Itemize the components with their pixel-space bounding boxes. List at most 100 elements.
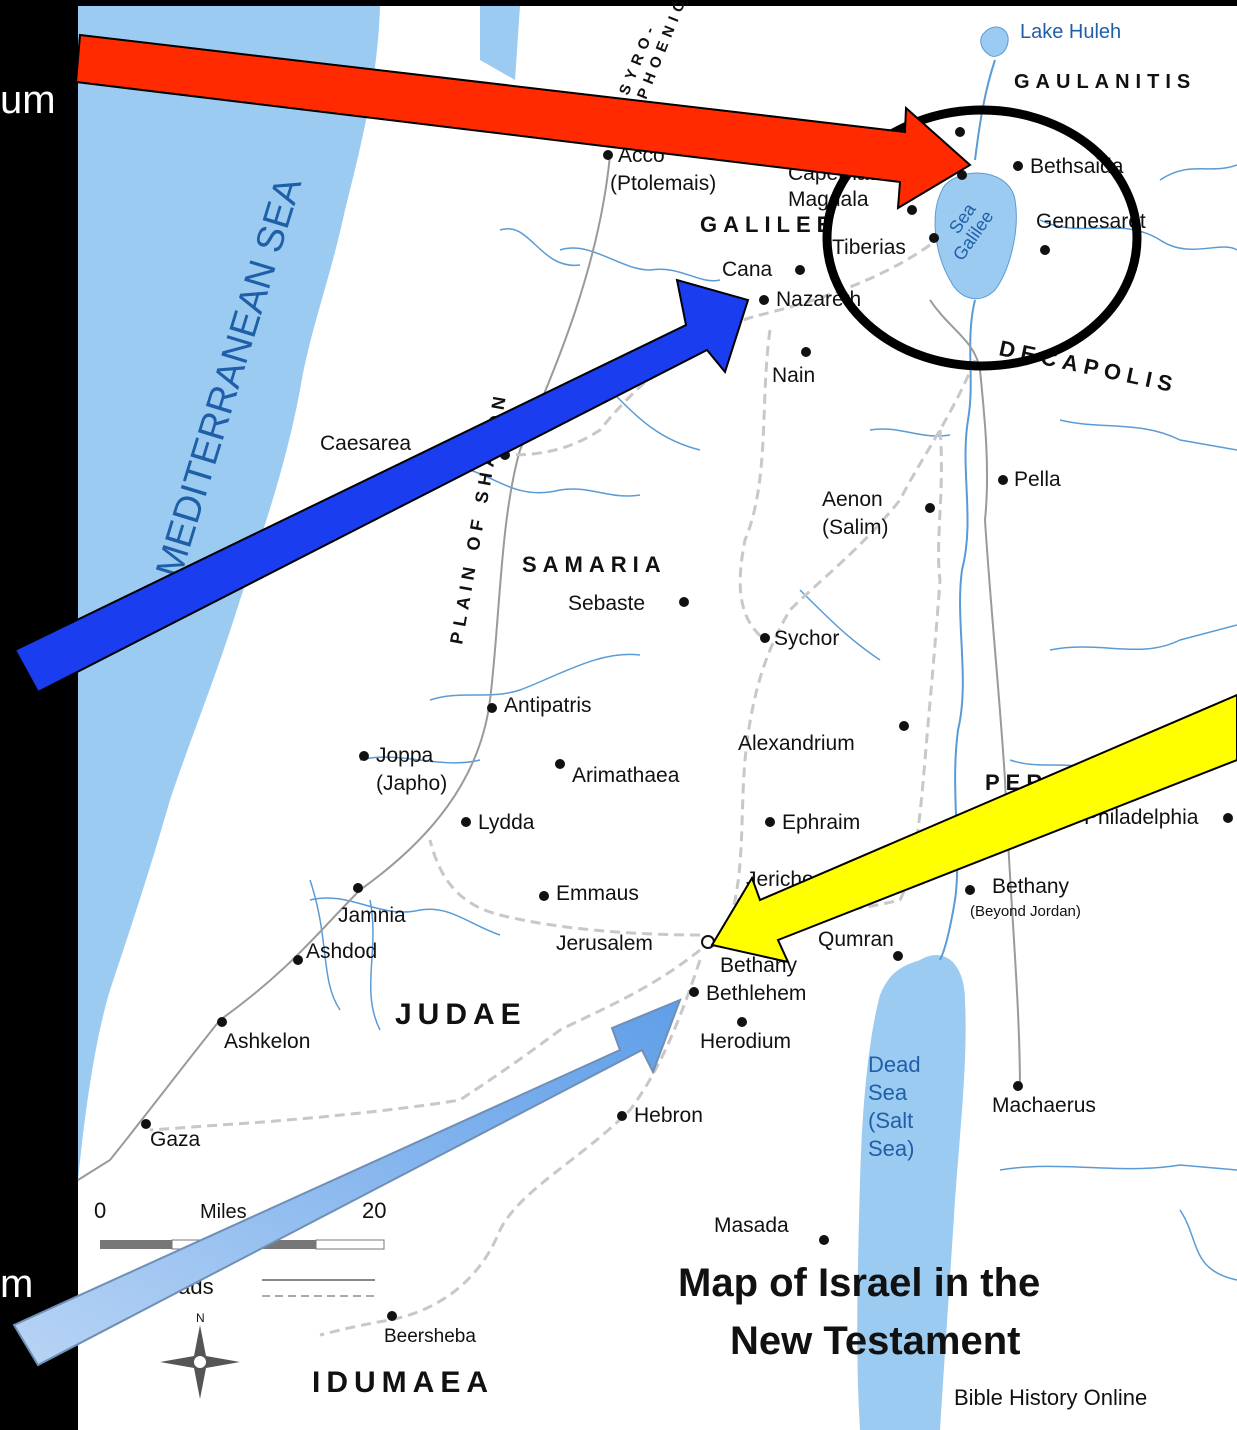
dot-machaerus [1013,1081,1023,1091]
dot-gaza [141,1119,151,1129]
label-cana: Cana [722,258,773,281]
label-ashkelon: Ashkelon [224,1030,310,1053]
dot-qumran [893,951,903,961]
region-idumaea: IDUMAEA [312,1366,494,1399]
map-left-edge [70,0,78,1430]
dot-nain [801,347,811,357]
dot-jamnia [353,883,363,893]
arrow-blue-nazareth [13,278,750,694]
label-aenon: Aenon [822,488,883,511]
dot-lydda [461,817,471,827]
compass-rose-icon [160,1325,240,1399]
label-sebaste: Sebaste [568,592,645,615]
label-bethany-beyond: Bethany [992,875,1070,898]
dot-bethany-beyond-jordan [965,885,975,895]
label-ashdod: Ashdod [306,940,377,963]
scale-segment-4 [315,1239,385,1250]
label-sychor: Sychor [774,627,839,650]
dot-emmaus [539,891,549,901]
region-judaea: JUDAE [395,998,527,1031]
label-ptolemais: (Ptolemais) [610,172,716,195]
label-salim: (Salim) [822,516,889,539]
label-jamnia: Jamnia [338,904,406,927]
label-philadelphia: Philadelphia [1084,806,1199,829]
label-emmaus: Emmaus [556,882,639,905]
label-jerusalem: Jerusalem [556,932,653,955]
dead-sea [857,954,966,1430]
dot-gennesaret [1040,245,1050,255]
dot-beersheba [387,1311,397,1321]
dot-joppa [359,751,369,761]
dot-acco [603,150,613,160]
label-antipatris: Antipatris [504,694,592,717]
coast-bay [480,6,520,80]
dot-arimathaea [555,759,565,769]
label-herodium: Herodium [700,1030,791,1053]
label-arimathaea: Arimathaea [572,764,680,787]
label-lydda: Lydda [478,811,535,834]
dot-ephraim [765,817,775,827]
scale-segment-1 [100,1240,172,1249]
dot-ashkelon [217,1017,227,1027]
slide-text-fragment-top: um [0,78,56,122]
dot-nazareth [759,295,769,305]
streams [309,164,1237,1281]
label-beyond-jordan: (Beyond Jordan) [970,903,1081,920]
dot-pella [998,475,1008,485]
dot-alexandrium [899,721,909,731]
label-dead-sea-3: (Salt [868,1108,913,1133]
dot-sychor [760,633,770,643]
label-tiberias: Tiberias [832,236,906,259]
dot-herodium [737,1017,747,1027]
dot-bethlehem [689,987,699,997]
dot-tiberias [929,233,939,243]
label-nain: Nain [772,364,815,387]
region-samaria: SAMARIA [522,552,667,577]
compass-n: N [196,1311,205,1325]
dot-hebron [617,1111,627,1121]
annotation-circle-galilee [822,105,1142,371]
slide-text-fragment-bottom: m [0,1262,34,1306]
label-alexandrium: Alexandrium [738,732,855,755]
label-japho: (Japho) [376,772,447,795]
label-gaza: Gaza [150,1128,201,1151]
label-caesarea: Caesarea [320,432,411,455]
map-title-line-2: New Testament [730,1319,1020,1363]
map-title-line-1: Map of Israel in the [678,1261,1040,1305]
dot-bethsaida [1013,161,1023,171]
scale-zero: 0 [94,1198,106,1223]
scale-twenty: 20 [362,1198,386,1223]
label-hebron: Hebron [634,1104,703,1127]
label-qumran: Qumran [818,928,894,951]
label-dead-sea-2: Sea [868,1080,908,1105]
label-ephraim: Ephraim [782,811,860,834]
dot-capernaum [957,170,967,180]
sea-of-galilee [934,172,1017,300]
dot-sebaste [679,597,689,607]
arrow-red-capernaum [74,33,972,210]
dot-antipatris [487,703,497,713]
dot-ashdod [293,955,303,965]
region-gaulanitis: GAULANITIS [1014,71,1196,93]
label-dead-sea-4: Sea) [868,1136,914,1161]
label-pella: Pella [1014,468,1061,491]
scale-segment-3 [244,1240,316,1249]
dot-masada [819,1235,829,1245]
label-masada: Masada [714,1214,789,1237]
label-dead-sea-1: Dead [868,1052,921,1077]
label-machaerus: Machaerus [992,1094,1096,1117]
arrow-yellow-jerusalem [710,693,1237,964]
dot-aenon [925,503,935,513]
lake-huleh [980,26,1009,57]
label-bethlehem: Bethlehem [706,982,806,1005]
dot-philadelphia [1223,813,1233,823]
label-joppa: Joppa [376,744,434,767]
label-beersheba: Beersheba [384,1326,476,1347]
dot-chorazin [955,127,965,137]
region-galilee: GALILEE [700,212,837,237]
label-gennesaret: Gennesaret [1036,210,1146,233]
dot-magdala [907,205,917,215]
dot-cana [795,265,805,275]
